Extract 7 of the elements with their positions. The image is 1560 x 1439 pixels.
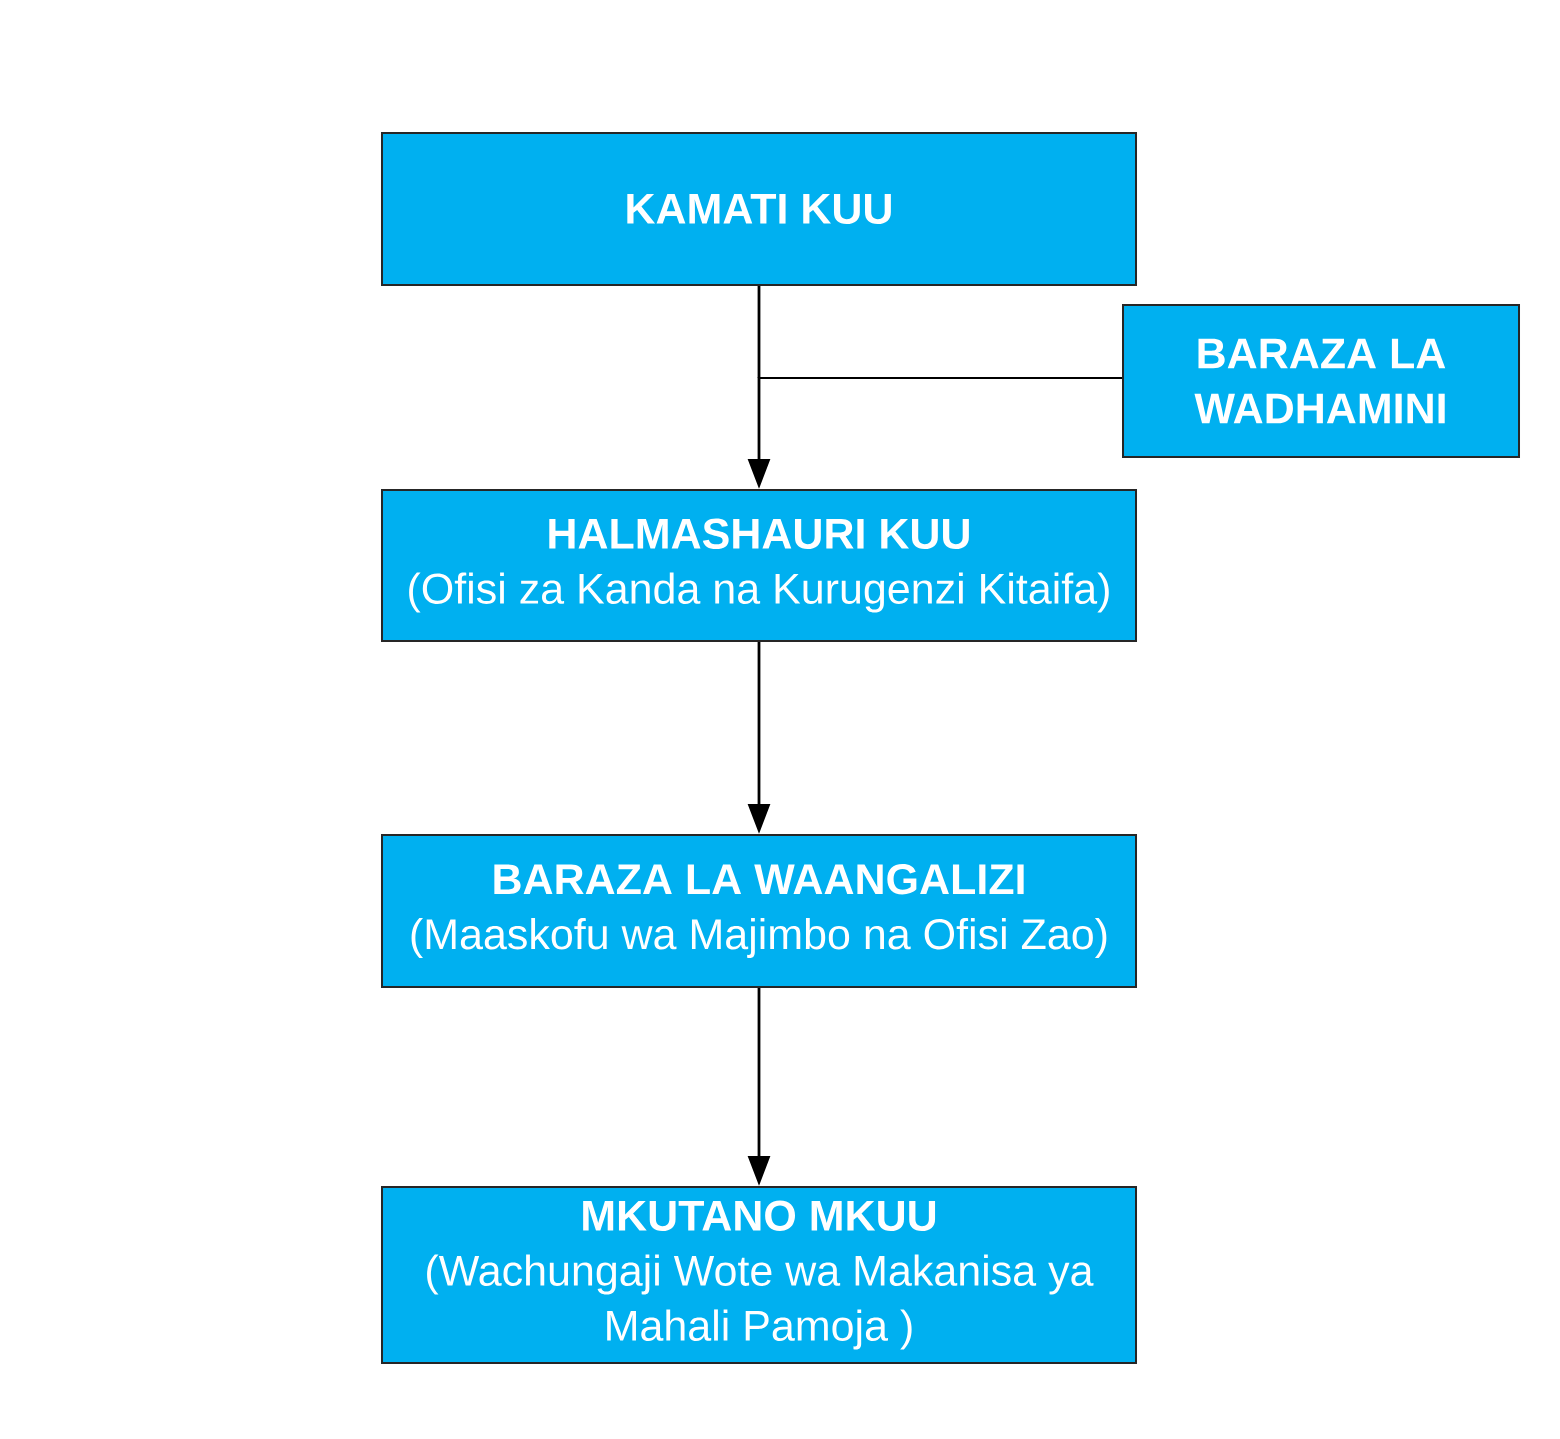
org-box: MKUTANO MKUU (Wachungaji Wote wa Makanisa ya Mahali Pamoja ) (381, 1186, 1137, 1364)
connector-line (757, 286, 761, 378)
org-box: HALMASHAURI KUU (Ofisi za Kanda na Kurugenzi Kitaifa) (381, 489, 1137, 642)
connector-line (758, 377, 1123, 379)
org-box: BARAZA LA WADHAMINI (1122, 304, 1520, 458)
org-box: BARAZA LA WAANGALIZI (Maaskofu wa Majimbo na Ofisi Zao) (381, 834, 1137, 988)
org-box: KAMATI KUU (381, 132, 1137, 286)
